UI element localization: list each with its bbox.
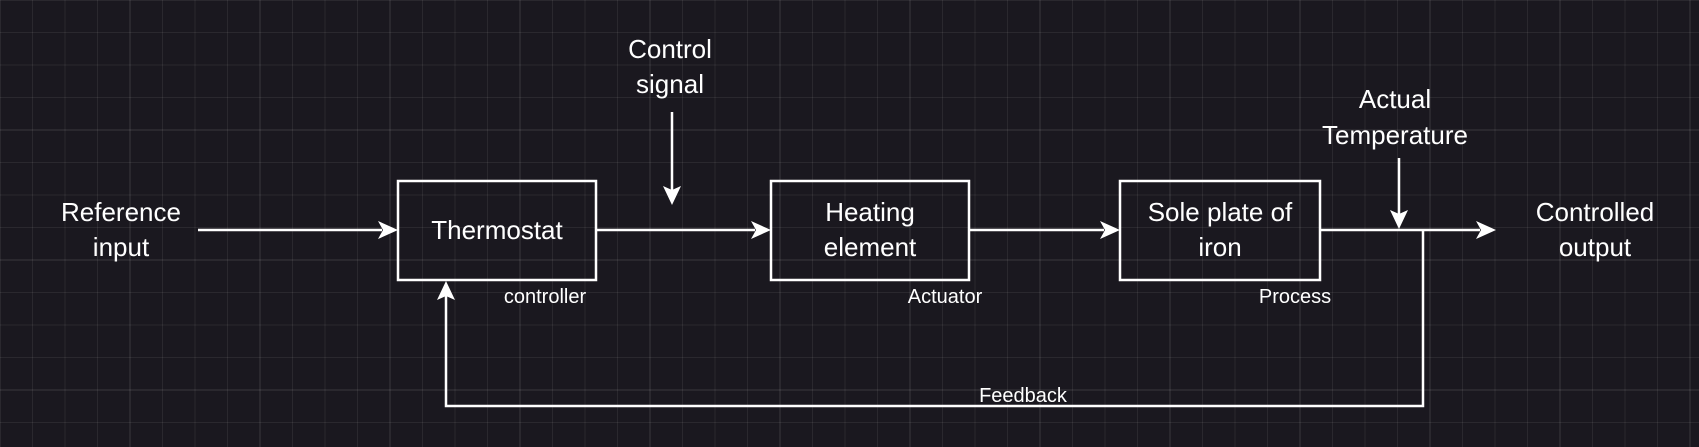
thermostat-block-label: Thermostat bbox=[431, 215, 563, 245]
heating-element-label-line1: Heating bbox=[825, 197, 915, 227]
heating-element-label-line2: element bbox=[824, 232, 917, 262]
controlled-output-label-line1: Controlled bbox=[1536, 197, 1655, 227]
reference-to-thermostat-arrowhead bbox=[378, 221, 398, 239]
heating-to-soleplate-arrowhead bbox=[1100, 221, 1120, 239]
sole-plate-label-line1: Sole plate of bbox=[1148, 197, 1293, 227]
feedback-arrowhead bbox=[437, 281, 455, 300]
actual-temperature-label-line1: Actual bbox=[1359, 84, 1431, 114]
feedback-label: Feedback bbox=[979, 385, 1068, 407]
reference-input-label-line2: input bbox=[93, 232, 150, 262]
control-signal-label-line2: signal bbox=[636, 69, 704, 99]
heating-element-block bbox=[769, 179, 971, 282]
feedback-loop-line bbox=[444, 230, 1425, 408]
control-signal-arrowhead bbox=[663, 186, 681, 205]
actual-temperature-arrowhead bbox=[1390, 210, 1408, 229]
sole-plate-block bbox=[1118, 179, 1322, 282]
actual-temperature-label-line2: Temperature bbox=[1322, 120, 1468, 150]
control-signal-label-line1: Control bbox=[628, 34, 712, 64]
reference-input-label-line1: Reference bbox=[61, 197, 181, 227]
sole-plate-role-label: Process bbox=[1259, 286, 1331, 308]
thermostat-to-heating-arrowhead bbox=[751, 221, 771, 239]
soleplate-to-output-arrowhead bbox=[1476, 221, 1496, 239]
heating-element-role-label: Actuator bbox=[908, 286, 983, 308]
sole-plate-label-line2: iron bbox=[1198, 232, 1241, 262]
thermostat-role-label: controller bbox=[504, 286, 587, 308]
controlled-output-label-line2: output bbox=[1559, 232, 1632, 262]
